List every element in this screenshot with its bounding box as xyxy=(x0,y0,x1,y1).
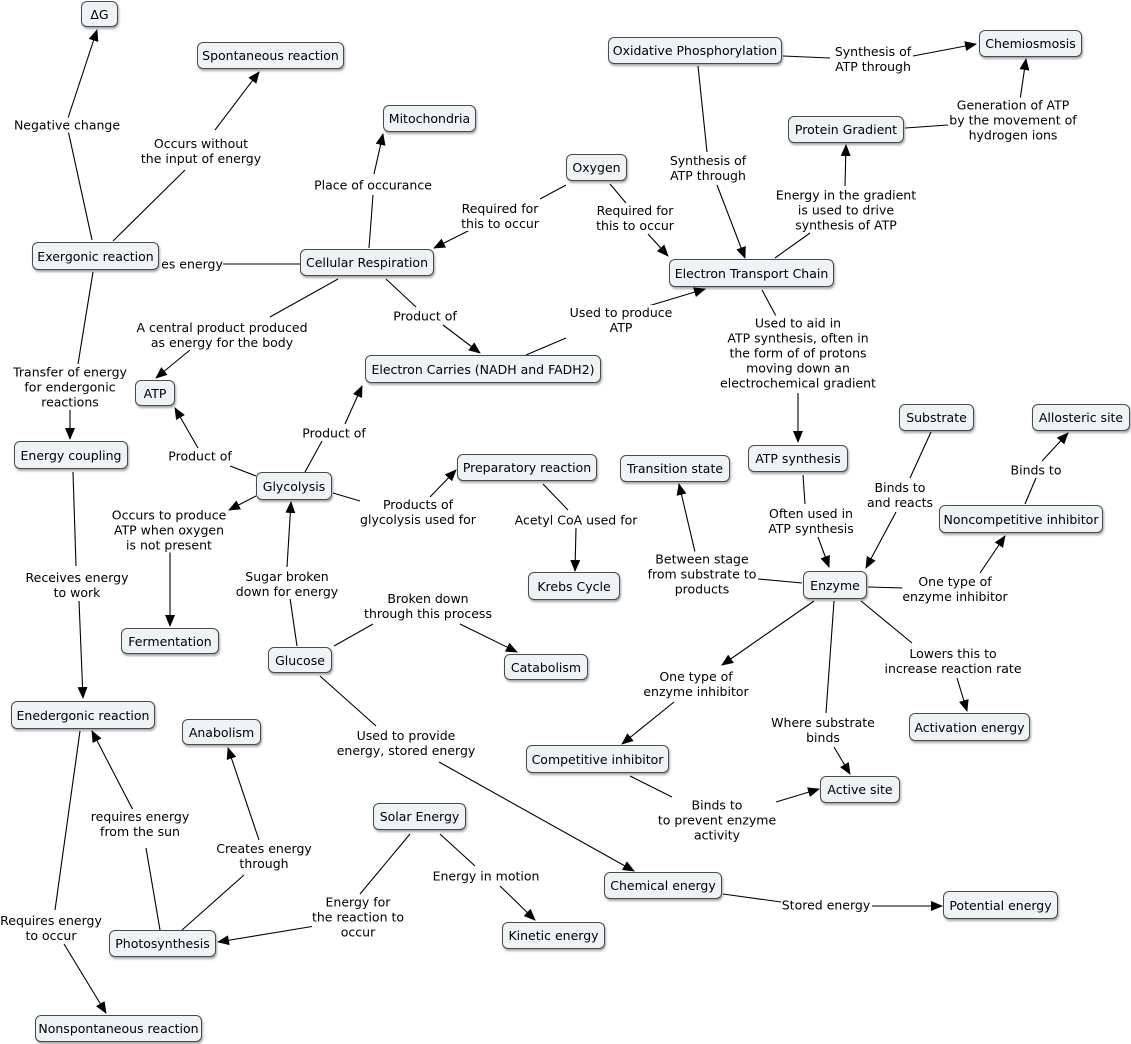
node-competitive-inhibitor[interactable]: Competitive inhibitor xyxy=(526,745,669,773)
node-electron-transport-chain[interactable]: Electron Transport Chain xyxy=(669,259,834,287)
link-label-often-used: Often used in ATP synthesis xyxy=(768,506,854,536)
link-label-energy-for-reaction: Energy for the reaction to occur xyxy=(311,894,405,940)
link-label-required-right: Required for this to occur xyxy=(596,203,674,233)
link-label-lowers: Lowers this to increase reaction rate xyxy=(884,646,1022,676)
link-label-requires-energy-occur: Requires energy to occur xyxy=(0,913,102,943)
node-protein-gradient[interactable]: Protein Gradient xyxy=(788,116,904,143)
link-label-between-stage: Between stage from substrate to products xyxy=(647,551,757,597)
node-spontaneous-reaction[interactable]: Spontaneous reaction xyxy=(197,42,344,69)
node-glycolysis[interactable]: Glycolysis xyxy=(256,472,332,500)
link-label-occurs-to-produce: Occurs to produce ATP when oxygen is not… xyxy=(111,507,227,553)
link-label-used-to-produce-atp: Used to produce ATP xyxy=(569,305,673,335)
link-label-stored-energy: Stored energy xyxy=(781,897,871,913)
node-energy-coupling[interactable]: Energy coupling xyxy=(14,441,128,469)
link-label-where-substrate: Where substrate binds xyxy=(771,715,875,745)
link-label-binds-prevent: Binds to to prevent enzyme activity xyxy=(657,797,777,843)
link-label-product-of-glyc-atp: Product of xyxy=(168,448,232,464)
link-label-synthesis-atp-mid: Synthesis of ATP through xyxy=(669,153,747,183)
node-delta-g[interactable]: ΔG xyxy=(81,1,118,27)
link-label-acetyl-coa: Acetyl CoA used for xyxy=(514,512,638,528)
link-label-central-product: A central product produced as energy for… xyxy=(136,320,308,350)
link-label-place-of-occurance: Place of occurance xyxy=(314,177,432,193)
node-photosynthesis[interactable]: Photosynthesis xyxy=(109,930,216,957)
node-krebs-cycle[interactable]: Krebs Cycle xyxy=(528,572,620,600)
node-enzyme[interactable]: Enzyme xyxy=(803,571,867,599)
link-label-releases-energy: es energy xyxy=(161,256,223,272)
link-label-binds-to: Binds to xyxy=(1010,462,1062,478)
link-label-occurs-without: Occurs without the input of energy xyxy=(140,136,262,166)
link-label-transfer-energy: Transfer of energy for endergonic reacti… xyxy=(13,364,127,410)
node-atp-synthesis[interactable]: ATP synthesis xyxy=(748,445,848,472)
link-label-used-to-aid: Used to aid in ATP synthesis, often in t… xyxy=(720,315,876,391)
link-label-requires-sun: requires energy from the sun xyxy=(90,809,190,839)
node-allosteric-site[interactable]: Allosteric site xyxy=(1032,404,1130,431)
node-solar-energy[interactable]: Solar Energy xyxy=(373,803,466,830)
node-noncompetitive-inhibitor[interactable]: Noncompetitive inhibitor xyxy=(939,505,1103,533)
node-kinetic-energy[interactable]: Kinetic energy xyxy=(502,922,605,949)
link-label-energy-gradient: Energy in the gradient is used to drive … xyxy=(775,187,917,233)
node-mitochondria[interactable]: Mitochondria xyxy=(383,105,476,132)
node-active-site[interactable]: Active site xyxy=(820,776,900,803)
link-label-product-of-cr: Product of xyxy=(393,308,457,324)
link-label-negative-change: Negative change xyxy=(13,117,121,133)
node-fermentation[interactable]: Fermentation xyxy=(121,628,219,654)
node-catabolism[interactable]: Catabolism xyxy=(504,654,588,680)
link-label-one-type-noncomp: One type of enzyme inhibitor xyxy=(902,574,1008,604)
link-label-product-of-glyc-carrier: Product of xyxy=(302,425,366,441)
link-label-energy-in-motion: Energy in motion xyxy=(432,868,540,884)
link-label-receives-energy: Receives energy to work xyxy=(25,570,129,600)
node-chemical-energy[interactable]: Chemical energy xyxy=(604,872,722,899)
link-label-used-to-provide: Used to provide energy, stored energy xyxy=(336,728,476,758)
link-label-sugar-broken: Sugar broken down for energy xyxy=(235,569,339,599)
link-label-required-left: Required for this to occur xyxy=(461,201,539,231)
link-label-broken-down: Broken down through this process xyxy=(364,591,492,621)
node-endergonic-reaction[interactable]: Enedergonic reaction xyxy=(11,701,155,729)
node-glucose[interactable]: Glucose xyxy=(268,647,332,673)
node-exergonic-reaction[interactable]: Exergonic reaction xyxy=(32,242,159,270)
link-label-products-glycolysis: Products of glycolysis used for xyxy=(360,497,476,527)
node-oxidative-phosphorylation[interactable]: Oxidative Phosphorylation xyxy=(608,37,782,64)
link-label-binds-and-reacts: Binds to and reacts xyxy=(867,480,933,510)
link-label-synthesis-atp-top: Synthesis of ATP through xyxy=(834,44,912,74)
node-cellular-respiration[interactable]: Cellular Respiration xyxy=(300,249,434,276)
node-transition-state[interactable]: Transition state xyxy=(620,455,730,482)
node-atp[interactable]: ATP xyxy=(135,380,175,406)
link-label-one-type-comp: One type of enzyme inhibitor xyxy=(643,669,749,699)
node-preparatory-reaction[interactable]: Preparatory reaction xyxy=(457,454,597,481)
node-nonspontaneous-reaction[interactable]: Nonspontaneous reaction xyxy=(35,1015,202,1042)
link-label-generation-atp: Generation of ATP by the movement of hyd… xyxy=(949,97,1077,143)
node-oxygen[interactable]: Oxygen xyxy=(566,154,627,181)
node-chemiosmosis[interactable]: Chemiosmosis xyxy=(979,30,1082,57)
node-anabolism[interactable]: Anabolism xyxy=(182,719,261,745)
node-activation-energy[interactable]: Activation energy xyxy=(909,713,1030,741)
node-substrate[interactable]: Substrate xyxy=(899,404,974,431)
node-electron-carriers[interactable]: Electron Carries (NADH and FADH2) xyxy=(365,355,601,383)
link-label-creates-energy: Creates energy through xyxy=(216,841,312,871)
node-potential-energy[interactable]: Potential energy xyxy=(943,891,1058,919)
